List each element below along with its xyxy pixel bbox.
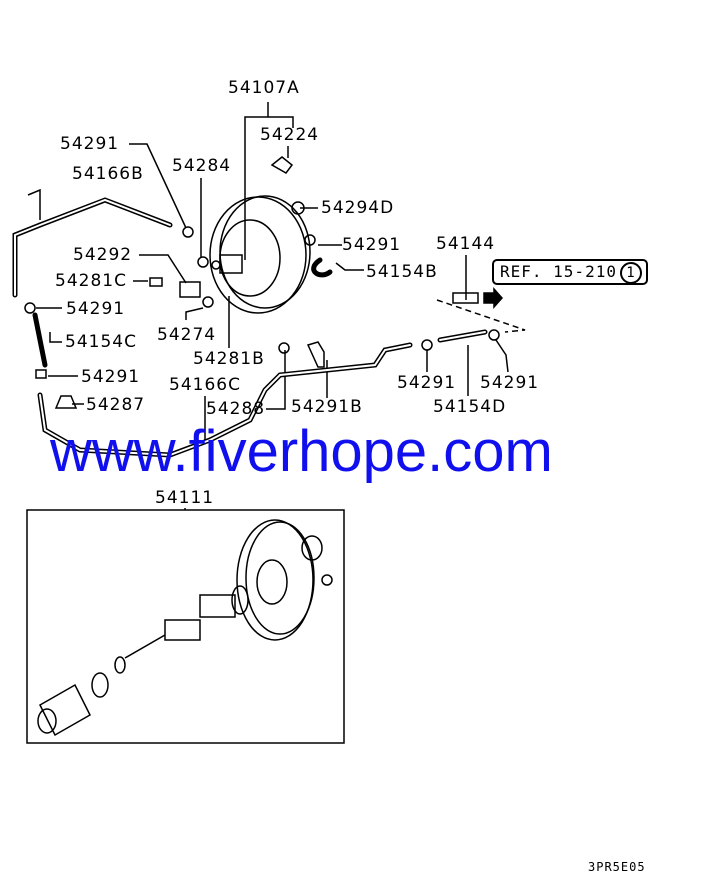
callout-54291: 54291 xyxy=(480,373,540,393)
callout-54287: 54287 xyxy=(86,395,146,415)
callout-54291: 54291 xyxy=(60,134,120,154)
callout-54292: 54292 xyxy=(73,245,133,265)
callout-54291b: 54291B xyxy=(291,397,363,417)
leader-lines xyxy=(36,102,526,510)
kit-parts xyxy=(37,519,333,737)
callout-54281b: 54281B xyxy=(193,349,265,369)
callout-54284: 54284 xyxy=(172,156,232,176)
reference-circled-number: 1 xyxy=(619,262,642,284)
watermark: www.fiverhope.com xyxy=(50,419,553,484)
callout-54291: 54291 xyxy=(397,373,457,393)
kit-box xyxy=(26,509,345,744)
small-parts xyxy=(24,156,504,409)
callout-54154b: 54154B xyxy=(366,262,438,282)
callout-54288: 54288 xyxy=(206,399,266,419)
brake-booster xyxy=(209,195,311,314)
callout-54154d: 54154D xyxy=(433,397,507,417)
callout-54166c: 54166C xyxy=(169,375,241,395)
callout-54274: 54274 xyxy=(157,325,217,345)
callout-54144: 54144 xyxy=(436,234,496,254)
callout-54111: 54111 xyxy=(155,488,215,508)
callout-54107a: 54107A xyxy=(228,78,300,98)
reference-text: REF. 15-210 xyxy=(500,262,617,281)
callout-54166b: 54166B xyxy=(72,164,144,184)
diagram-code: 3PR5E05 xyxy=(588,860,646,874)
callout-54291: 54291 xyxy=(66,299,126,319)
callout-54281c: 54281C xyxy=(55,271,127,291)
callout-54154c: 54154C xyxy=(65,332,137,352)
callout-54224: 54224 xyxy=(260,125,320,145)
callout-54291: 54291 xyxy=(342,235,402,255)
callout-54291: 54291 xyxy=(81,367,141,387)
callout-54294d: 54294D xyxy=(321,198,395,218)
